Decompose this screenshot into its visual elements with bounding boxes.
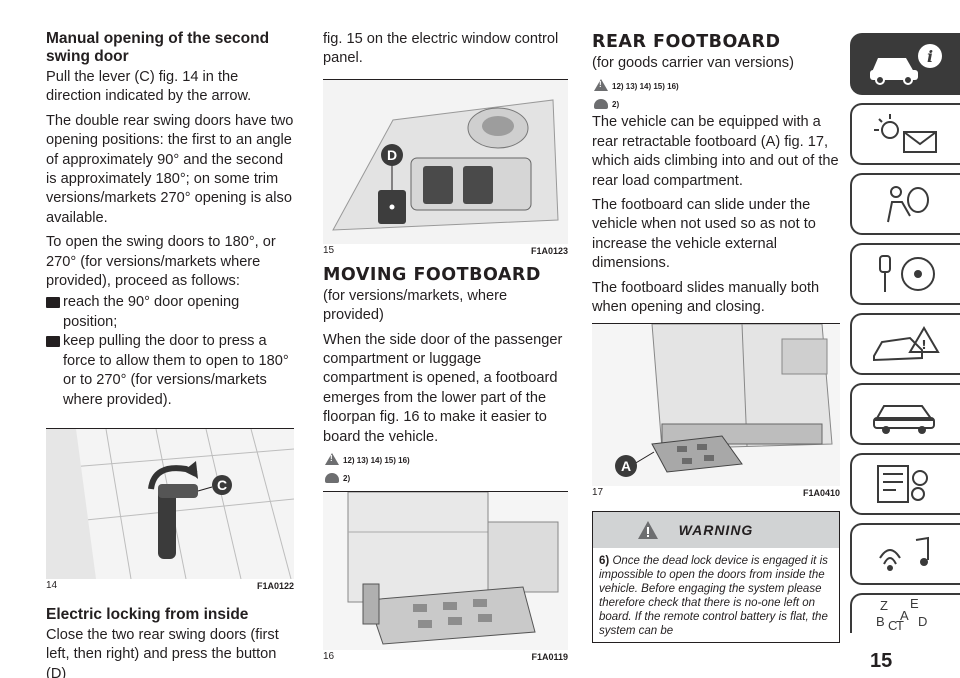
key-steering-icon (879, 255, 935, 292)
tab-safety[interactable] (850, 173, 960, 235)
page-number: 15 (870, 650, 893, 672)
figure-number: 17 (592, 487, 604, 499)
figure-code: F1A0122 (256, 580, 294, 591)
figure-code: F1A0123 (530, 245, 568, 256)
lights-mail-icon (874, 114, 937, 153)
section-heading-moving-footboard: MOVING FOOTBOARD (323, 264, 541, 285)
svg-text:D: D (918, 614, 927, 629)
svg-text:A: A (900, 608, 909, 623)
paragraph: The double rear swing doors have two ope… (46, 112, 294, 226)
car-service-icon (873, 405, 935, 434)
paragraph: Close the two rear swing doors (first le… (46, 626, 279, 678)
paragraph: When the side door of the passenger comp… (323, 331, 563, 445)
bullet-item: keep pulling the door to press a force t… (46, 332, 294, 410)
specs-gear-icon (877, 465, 928, 503)
warning-number: 6) (599, 555, 610, 568)
svg-text:E: E (910, 596, 919, 611)
figure-caption: 17 F1A0410 (592, 487, 840, 499)
figure-caption: 15 F1A0123 (323, 245, 568, 257)
window-control-panel-illustration: D (323, 79, 568, 244)
figure-number: 15 (323, 244, 335, 256)
paragraph: (for goods carrier van versions) (592, 55, 794, 71)
svg-text:Z: Z (880, 598, 888, 613)
paragraph: To open the swing doors to 180°, or 270°… (46, 234, 276, 290)
car-info-icon: i (870, 44, 942, 85)
tab-lights-mail[interactable] (850, 103, 960, 165)
tab-car-info[interactable]: i (850, 33, 960, 95)
tab-multimedia[interactable] (850, 523, 960, 585)
tab-emergency[interactable]: ! (850, 313, 960, 375)
bullet-icon (46, 336, 60, 348)
column-2: fig. 15 on the electric window control p… (323, 30, 568, 662)
environment-note-icon (325, 473, 339, 484)
svg-text:!: ! (921, 338, 926, 352)
figure-14: C 14 F1A0122 (45, 427, 295, 591)
figure-15: D 15 F1A0123 (323, 78, 568, 256)
note-references: 2) (594, 93, 840, 110)
warning-references: 12) 13) 14) 15) 16) (594, 75, 840, 92)
warning-triangle-icon (325, 453, 339, 466)
column-3: REAR FOOTBOARD (for goods carrier van ve… (592, 30, 840, 644)
rear-footboard-illustration: A (592, 323, 840, 487)
section-heading-electric-locking: Electric locking from inside (46, 605, 249, 623)
figure-16: 16 F1A0119 (323, 491, 568, 662)
index-icon: Z E A B C T D (876, 596, 927, 632)
figure-letter-c: C (217, 477, 227, 493)
section-heading-rear-footboard: REAR FOOTBOARD (592, 32, 781, 52)
paragraph: Pull the lever (C) fig. 14 in the direct… (46, 69, 252, 105)
airbag-icon (887, 186, 929, 223)
warning-box: WARNING 6) Once the dead lock device is … (592, 511, 840, 644)
tab-maintenance[interactable] (850, 383, 960, 445)
paragraph: (for versions/markets, where provided) (323, 287, 508, 324)
breakdown-icon: ! (873, 326, 940, 362)
door-lever-illustration: C (45, 428, 295, 580)
bullet-icon (46, 297, 60, 309)
figure-17: A 17 F1A0410 (592, 323, 840, 498)
figure-letter-a: A (621, 458, 631, 474)
paragraph: The footboard can slide under the vehicl… (592, 197, 816, 272)
section-heading-manual-opening: Manual opening of the second swing door (46, 30, 270, 65)
paragraph: fig. 15 on the electric window control p… (323, 31, 559, 67)
svg-text:C: C (888, 618, 897, 632)
tab-starting-driving[interactable] (850, 243, 960, 305)
figure-number: 16 (323, 651, 335, 663)
figure-code: F1A0410 (802, 488, 840, 499)
figure-number: 14 (46, 579, 58, 591)
figure-caption: 14 F1A0122 (46, 580, 294, 592)
note-references: 2) (325, 467, 568, 484)
paragraph: The vehicle can be equipped with a rear … (592, 114, 839, 189)
warning-triangle-icon (637, 521, 658, 540)
environment-note-icon (594, 99, 608, 110)
media-icon (879, 536, 929, 571)
figure-code: F1A0119 (531, 652, 568, 663)
svg-text:i: i (927, 47, 933, 66)
tab-index[interactable]: Z E A B C T D (850, 593, 960, 633)
warning-text: Once the dead lock device is engaged it … (599, 555, 828, 638)
warning-references: 12) 13) 14) 15) 16) (325, 449, 568, 466)
column-1: Manual opening of the second swing door … (45, 30, 295, 678)
moving-footboard-illustration (323, 491, 568, 651)
warning-triangle-icon (594, 79, 608, 92)
warning-header: WARNING (593, 512, 839, 549)
warning-body: 6) Once the dead lock device is engaged … (593, 548, 839, 642)
figure-caption: 16 F1A0119 (323, 651, 568, 663)
svg-text:T: T (896, 618, 904, 632)
figure-letter-d: D (387, 147, 397, 163)
bullet-item: reach the 90° door opening position; (46, 293, 294, 332)
tab-technical-data[interactable] (850, 453, 960, 515)
svg-text:B: B (876, 614, 885, 629)
warning-title: WARNING (678, 522, 754, 539)
paragraph: The footboard slides manually both when … (592, 279, 820, 316)
